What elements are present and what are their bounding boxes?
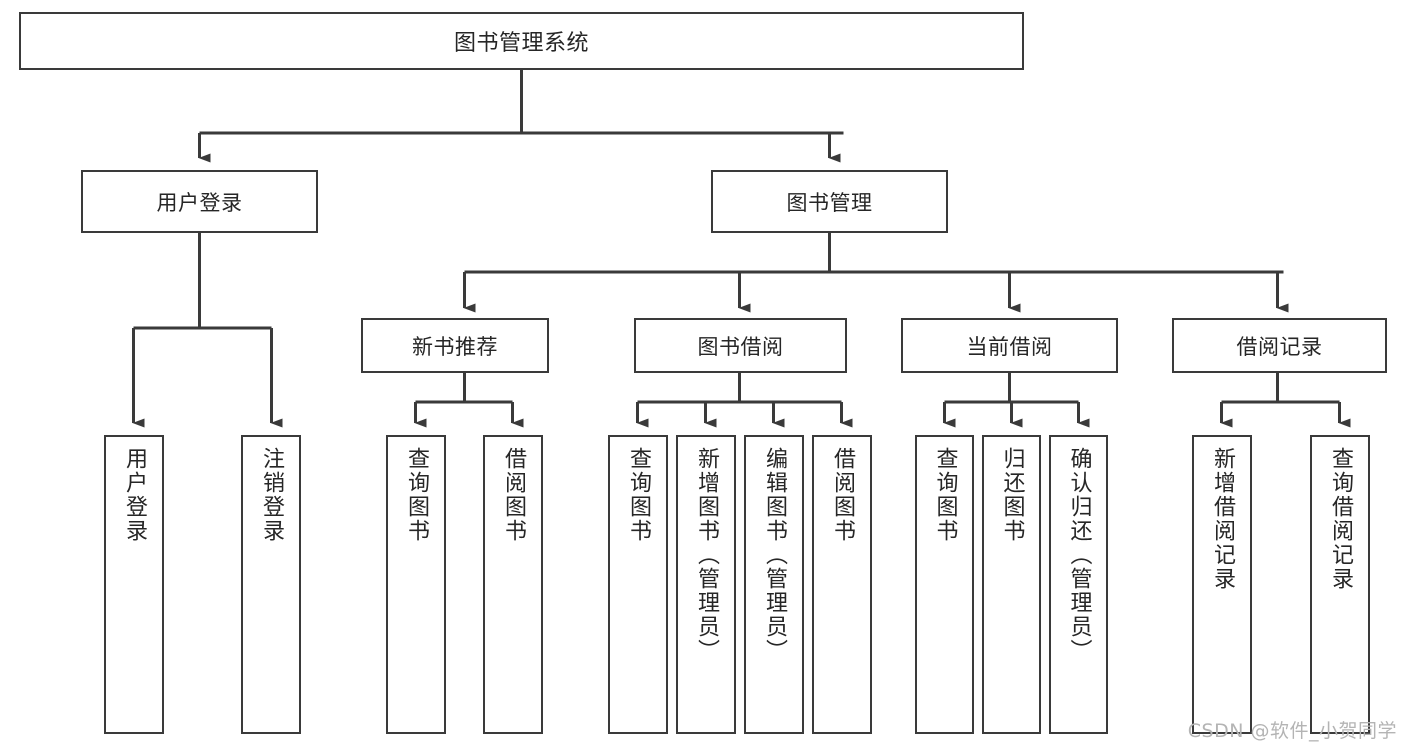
vwrap: 查询图书 [388,447,444,722]
node-label: 新增借阅记录 [1209,447,1235,591]
node-label: 图书管理 [786,190,873,215]
node-label: 查询借阅记录 [1327,447,1353,591]
node-label: 新增图书（管理员） [693,447,719,663]
vwrap: 借阅图书 [485,447,541,722]
vwrap: 归还图书 [984,447,1039,722]
vwrap: 新增图书（管理员） [678,447,734,722]
leaf-current-borrow-confirm-return[interactable]: 确认归还（管理员） [1049,435,1108,734]
leaf-book-borrow-borrow-book[interactable]: 借阅图书 [812,435,872,734]
leaf-current-borrow-return-book[interactable]: 归还图书 [982,435,1041,734]
node-label: 借阅图书 [500,447,526,543]
vwrap: 新增借阅记录 [1194,447,1250,722]
node-label: 图书管理系统 [453,31,589,56]
leaf-book-borrow-add-book[interactable]: 新增图书（管理员） [676,435,736,734]
node-label: 用户登录 [121,447,147,543]
leaf-book-borrow-edit-book[interactable]: 编辑图书（管理员） [744,435,804,734]
leaf-new-book-query-book[interactable]: 查询图书 [386,435,446,734]
node-label: 查询图书 [625,447,651,543]
vwrap: 借阅图书 [814,447,870,722]
node-user-login[interactable]: 用户登录 [81,170,318,233]
vwrap: 注销登录 [243,447,299,722]
node-label: 查询图书 [403,447,429,543]
vwrap: 查询图书 [610,447,666,722]
node-label: 归还图书 [999,447,1025,543]
node-label: 用户登录 [156,190,243,215]
vwrap: 查询图书 [917,447,972,722]
watermark-text: CSDN @软件_小贺同学 [1187,720,1397,742]
node-label: 当前借阅 [966,334,1053,359]
leaf-book-borrow-query-book[interactable]: 查询图书 [608,435,668,734]
node-book-management[interactable]: 图书管理 [711,170,948,233]
leaf-user-login-login[interactable]: 用户登录 [104,435,164,734]
vwrap: 确认归还（管理员） [1051,447,1106,722]
node-book-borrow[interactable]: 图书借阅 [634,318,847,373]
node-label: 借阅记录 [1236,334,1323,359]
vwrap: 编辑图书（管理员） [746,447,802,722]
node-current-borrow[interactable]: 当前借阅 [901,318,1118,373]
node-label: 新书推荐 [412,334,498,359]
vwrap: 用户登录 [106,447,162,722]
leaf-new-book-borrow-book[interactable]: 借阅图书 [483,435,543,734]
node-label: 查询图书 [932,447,958,543]
node-root-system[interactable]: 图书管理系统 [19,12,1024,70]
leaf-borrow-record-query-record[interactable]: 查询借阅记录 [1310,435,1370,734]
node-label: 借阅图书 [829,447,855,543]
leaf-user-login-logout[interactable]: 注销登录 [241,435,301,734]
node-label: 图书借阅 [697,334,784,359]
node-label: 确认归还（管理员） [1066,447,1092,663]
leaf-borrow-record-add-record[interactable]: 新增借阅记录 [1192,435,1252,734]
leaf-current-borrow-query-book[interactable]: 查询图书 [915,435,974,734]
node-label: 注销登录 [258,447,284,543]
vwrap: 查询借阅记录 [1312,447,1368,722]
node-borrow-record[interactable]: 借阅记录 [1172,318,1387,373]
node-label: 编辑图书（管理员） [761,447,787,663]
node-new-book-recommend[interactable]: 新书推荐 [361,318,549,373]
